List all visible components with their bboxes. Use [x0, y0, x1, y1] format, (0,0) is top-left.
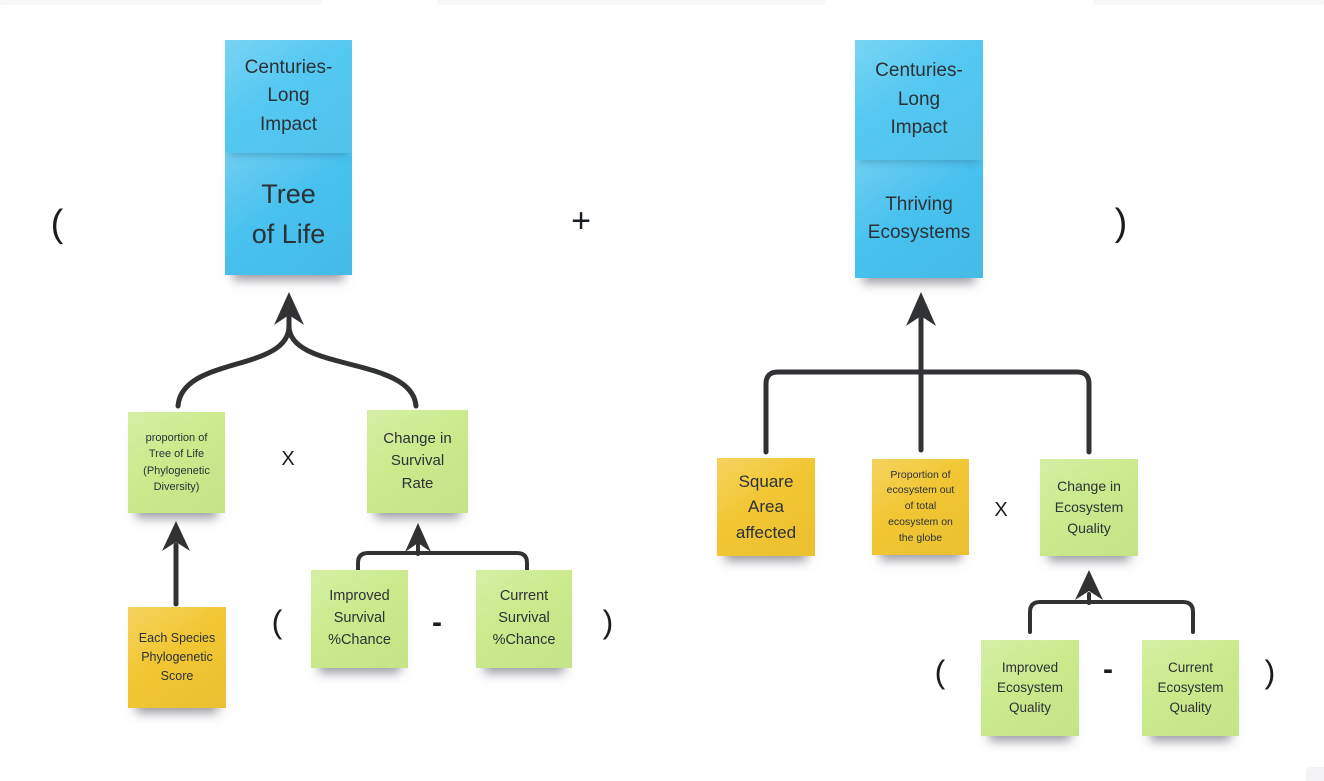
note-current-survival[interactable]: Current Survival %Chance [476, 570, 572, 668]
note-text: Tree of Life [251, 178, 326, 250]
note-change-survival-rate[interactable]: Change in Survival Rate [367, 410, 468, 513]
note-proportion-ecosystem[interactable]: Proportion of ecosystem out of total eco… [872, 459, 969, 555]
note-text: Each Species Phylogenetic Score [138, 631, 216, 683]
open-paren-ecosystem[interactable]: ( [934, 654, 946, 690]
note-text: Thriving Ecosystems [867, 193, 971, 244]
note-square-area[interactable]: Square Area affected [717, 458, 815, 556]
note-text: Current Survival %Chance [492, 588, 556, 648]
note-text: Change in Survival Rate [383, 429, 452, 492]
cutoff-frame-top-middle [437, 0, 825, 5]
note-species-phylogenetic-score[interactable]: Each Species Phylogenetic Score [128, 607, 226, 708]
note-text: Improved Ecosystem Quality [996, 659, 1064, 716]
cutoff-frame-top-left [0, 0, 322, 5]
multiply-left[interactable]: X [281, 448, 295, 470]
note-text: Change in Ecosystem Quality [1054, 478, 1124, 536]
connector-merge-arrow-left[interactable] [175, 292, 419, 409]
connector-tree-right[interactable] [763, 292, 1092, 455]
connector-bracket-ecosystem[interactable] [1028, 570, 1195, 634]
note-proportion-tree-of-life[interactable]: proportion of Tree of Life (Phylogenetic… [128, 412, 225, 513]
note-thriving-ecosystems[interactable]: Thriving Ecosystems [855, 160, 983, 278]
multiply-right[interactable]: X [994, 499, 1008, 521]
note-improved-ecosystem[interactable]: Improved Ecosystem Quality [981, 640, 1079, 736]
note-text: Proportion of ecosystem out of total eco… [886, 468, 955, 544]
connector-bracket-survival[interactable] [356, 523, 529, 573]
note-tree-of-life[interactable]: Tree of Life [225, 153, 352, 275]
note-text: Centuries- Long Impact [875, 60, 963, 139]
plus-operator[interactable]: + [571, 202, 591, 240]
open-paren-survival[interactable]: ( [271, 604, 283, 640]
minus-ecosystem[interactable]: - [1103, 653, 1113, 686]
close-paren-outer[interactable]: ) [1114, 202, 1128, 244]
note-text: Current Ecosystem Quality [1157, 659, 1224, 716]
note-centuries-impact-left[interactable]: Centuries- Long Impact [225, 40, 352, 153]
connector-up-arrow-species[interactable] [162, 521, 190, 607]
note-change-ecosystem-quality[interactable]: Change in Ecosystem Quality [1040, 459, 1138, 556]
note-text: Square Area affected [735, 471, 797, 542]
note-improved-survival[interactable]: Improved Survival %Chance [311, 570, 408, 668]
note-text: proportion of Tree of Life (Phylogenetic… [143, 431, 210, 494]
minus-survival[interactable]: - [432, 606, 442, 639]
note-current-ecosystem[interactable]: Current Ecosystem Quality [1142, 640, 1239, 736]
cutoff-element-bottom-right [1306, 767, 1324, 781]
close-paren-survival[interactable]: ) [602, 604, 614, 640]
note-text: Centuries- Long Impact [244, 56, 333, 135]
open-paren-outer[interactable]: ( [50, 203, 64, 245]
cutoff-frame-top-right [1093, 0, 1324, 5]
close-paren-ecosystem[interactable]: ) [1264, 654, 1276, 690]
note-text: Improved Survival %Chance [328, 588, 391, 648]
note-centuries-impact-right[interactable]: Centuries- Long Impact [855, 40, 983, 160]
